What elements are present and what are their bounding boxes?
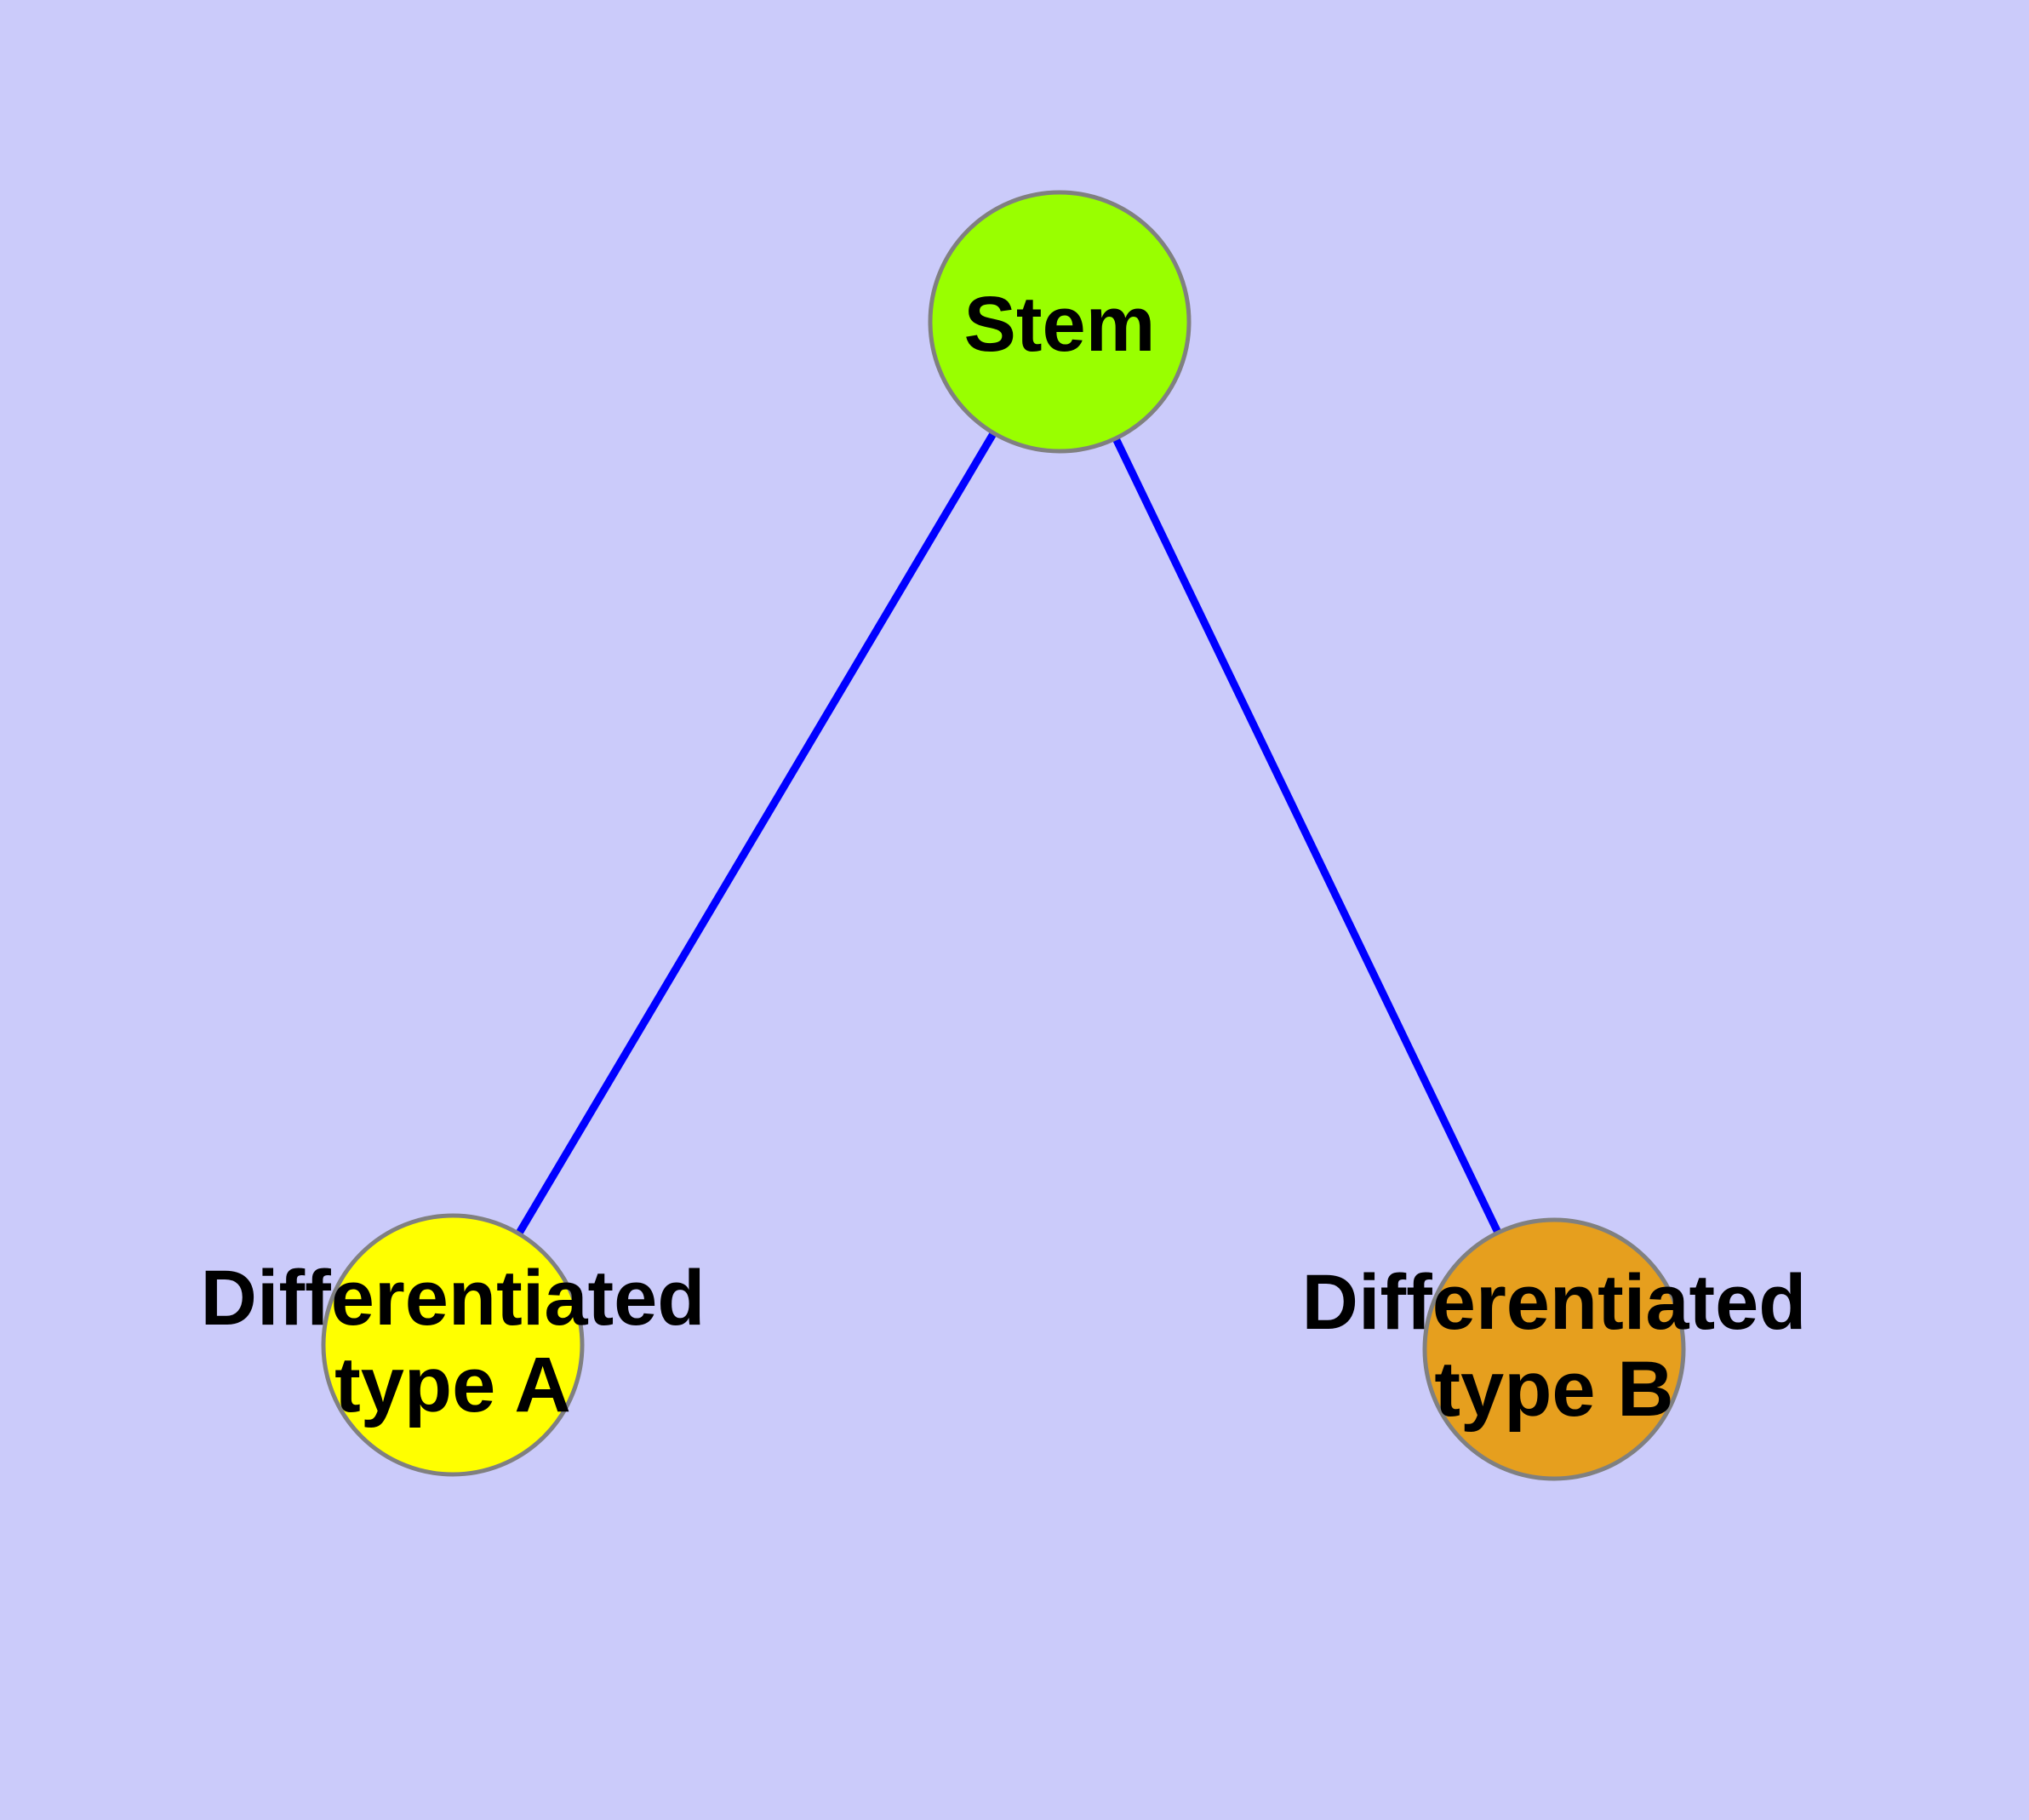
node-type-a-label-line2: type A [334, 1342, 571, 1428]
node-type-a-label-line1: Differentiated [201, 1255, 706, 1342]
edge-stem-to-type-b [1055, 320, 1558, 1351]
node-type-b-label-line1: Differentiated [1302, 1259, 1807, 1346]
node-stem[interactable] [928, 190, 1192, 454]
node-differentiated-type-a[interactable] [321, 1213, 585, 1477]
edge-stem-to-type-a [449, 319, 1063, 1348]
node-differentiated-type-b[interactable] [1422, 1217, 1686, 1481]
node-stem-label: Stem [964, 281, 1156, 368]
node-type-b-label-line2: type B [1434, 1346, 1673, 1433]
